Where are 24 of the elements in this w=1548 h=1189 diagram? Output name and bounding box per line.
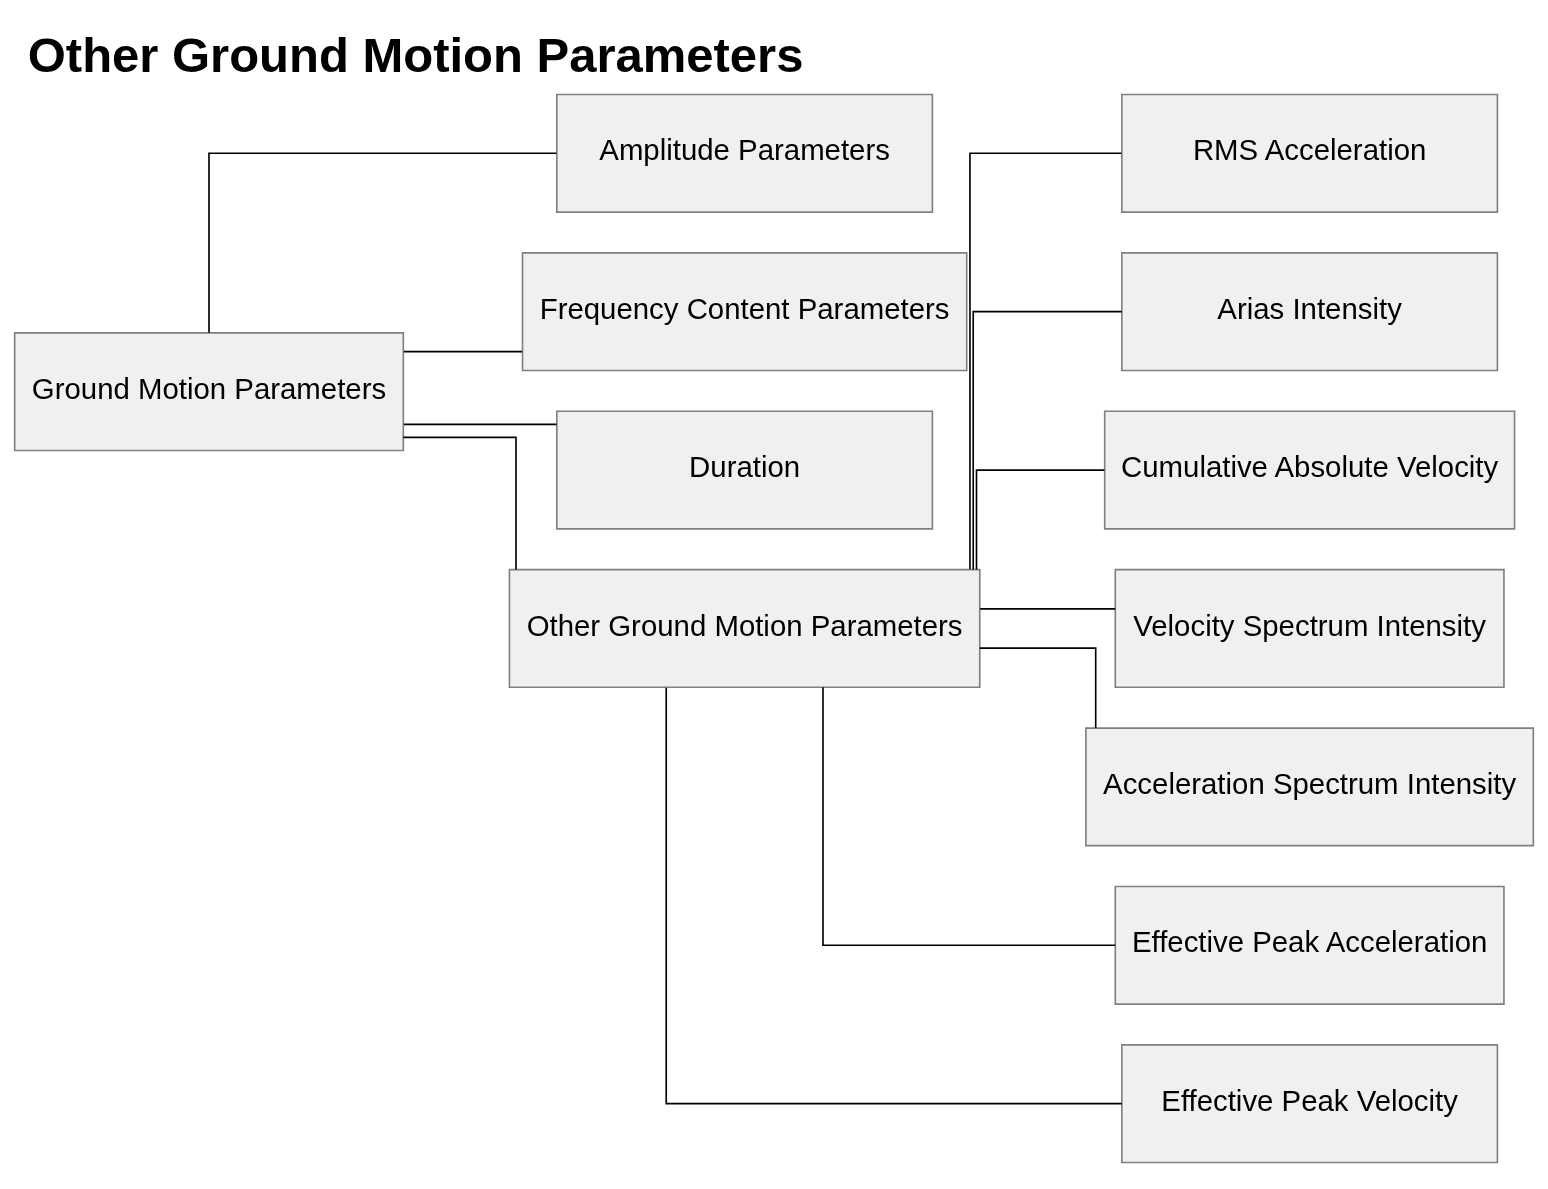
node-box: Cumulative Absolute Velocity (1103, 409, 1516, 530)
node-box: Ground Motion Parameters (13, 331, 405, 451)
node-box: Effective Peak Velocity (1121, 1043, 1499, 1163)
connector (403, 350, 523, 352)
node-box: Amplitude Parameters (556, 93, 934, 213)
connector (969, 151, 1123, 570)
node-box: RMS Acceleration (1121, 93, 1499, 213)
connector (978, 646, 1097, 729)
connector (665, 686, 1123, 1104)
diagram-title: Other Ground Motion Parameters (27, 27, 804, 82)
node-box: Arias Intensity (1121, 251, 1499, 371)
connector (403, 423, 558, 425)
connector (402, 436, 517, 570)
node-box: Effective Peak Acceleration (1114, 885, 1505, 1005)
connector (979, 607, 1116, 610)
connector (822, 686, 1116, 946)
node-box: Acceleration Spectrum Intensity (1085, 726, 1535, 846)
node-box: Velocity Spectrum Intensity (1114, 568, 1505, 688)
node-box: Other Ground Motion Parameters (508, 568, 981, 688)
connector (972, 310, 1123, 570)
connector (208, 151, 558, 334)
node-box: Duration (556, 409, 934, 530)
connector (975, 468, 1106, 570)
node-box: Frequency Content Parameters (521, 251, 968, 371)
